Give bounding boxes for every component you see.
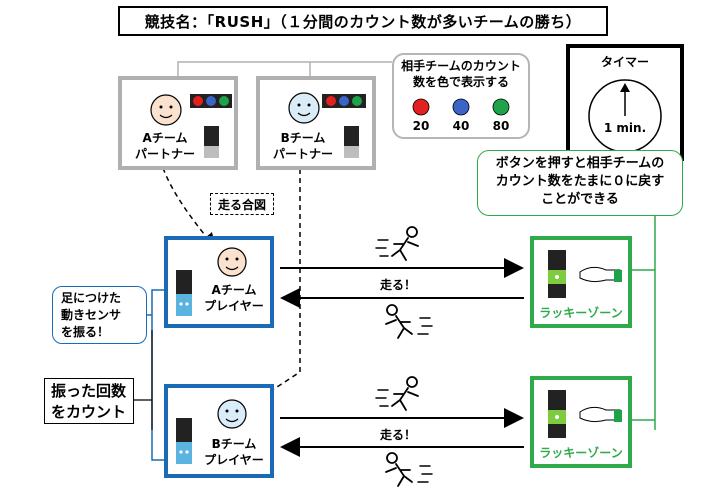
- legend-dots: [412, 98, 510, 116]
- sensor-callout-line3: を振る！: [61, 325, 110, 339]
- face-icon: [217, 247, 247, 277]
- count-box: 振った回数 をカウント: [44, 378, 134, 424]
- sensor-callout-line2: 動きセンサ: [61, 308, 122, 322]
- reset-callout-line2: カウント数をたまに０に戻す: [495, 174, 665, 189]
- legend-value-80: 80: [492, 119, 510, 133]
- partner-b-graphic: [288, 92, 366, 158]
- count-box-line1: 振った回数: [51, 382, 127, 400]
- player-a-role: プレイヤー: [204, 299, 264, 313]
- reset-callout-line1: ボタンを押すと相手チームの: [495, 156, 665, 171]
- lucky-zone-a: ラッキーゾーン: [530, 236, 632, 328]
- sensor-callout: 足につけた 動きセンサ を振る！: [52, 286, 147, 344]
- legend-value-40: 40: [452, 119, 470, 133]
- partner-a-box: Aチーム パートナー: [118, 76, 238, 170]
- partner-b-role: パートナー: [272, 147, 333, 161]
- lucky-zone-b-label: ラッキーゾーン: [539, 446, 623, 460]
- player-a-team: Aチーム: [211, 283, 257, 297]
- run-label-a: 走る！: [380, 278, 417, 292]
- sensor-bracket-line: [151, 289, 164, 461]
- legend-dot-green-icon: [492, 98, 510, 116]
- player-b-role: プレイヤー: [204, 453, 264, 467]
- face-icon: [288, 92, 320, 124]
- signal-arrow-a: [162, 167, 216, 249]
- color-legend: 相手チームのカウント 数を色で表示する 20 40 80: [392, 53, 530, 139]
- partner-a-team: Aチーム: [142, 131, 188, 145]
- legend-value-20: 20: [412, 119, 430, 133]
- sensor-callout-line1: 足につけた: [61, 291, 122, 305]
- partner-b-box: Bチーム パートナー: [256, 76, 376, 170]
- face-icon: [150, 94, 182, 126]
- signal-label: 走る合図: [210, 193, 274, 215]
- lucky-zone-a-label: ラッキーゾーン: [539, 306, 623, 320]
- timer-duration: 1 min.: [603, 121, 647, 135]
- timer-label: タイマー: [600, 55, 649, 69]
- reset-callout: ボタンを押すと相手チームの カウント数をたまに０に戻す ことができる: [477, 150, 683, 216]
- player-b-team: Bチーム: [211, 437, 257, 451]
- page-title: 競技名：「RUSH」（１分間のカウント数が多いチームの勝ち）: [118, 6, 608, 36]
- timer-clock-icon: [588, 79, 662, 153]
- partner-a-role: パートナー: [134, 147, 195, 161]
- legend-dot-blue-icon: [452, 98, 470, 116]
- player-a-graphic: [176, 247, 247, 316]
- legend-dot-red-icon: [412, 98, 430, 116]
- face-icon: [217, 399, 247, 429]
- partner-b-team: Bチーム: [280, 131, 326, 145]
- player-a-box: Aチーム プレイヤー: [164, 236, 274, 328]
- count-box-line2: をカウント: [51, 403, 127, 421]
- lucky-zone-b-graphic: [548, 390, 622, 438]
- player-b-box: Bチーム プレイヤー: [164, 384, 274, 478]
- lucky-zone-b: ラッキーゾーン: [530, 376, 632, 468]
- partner-a-graphic: [150, 94, 232, 158]
- partner-connector-line: [177, 61, 392, 76]
- legend-text-line1: 相手チームのカウント: [401, 59, 521, 73]
- reset-callout-line3: ことができる: [541, 192, 619, 207]
- legend-text-line2: 数を色で表示する: [412, 75, 509, 89]
- lucky-zone-a-graphic: [548, 250, 622, 298]
- run-label-b: 走る！: [380, 428, 417, 442]
- timer-box: タイマー 1 min.: [566, 44, 684, 161]
- player-b-graphic: [176, 399, 247, 464]
